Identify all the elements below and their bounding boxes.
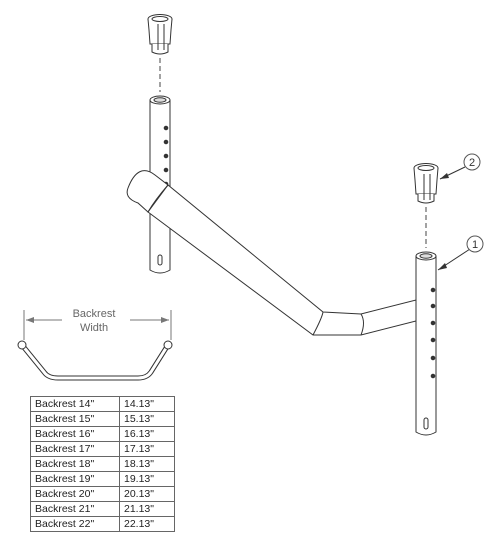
table-row: Backrest 20"20.13"	[30, 486, 175, 502]
size-table-body: Backrest 14"14.13"Backrest 15"15.13"Back…	[30, 396, 175, 532]
backrest-width-cell: 17.13"	[119, 441, 175, 457]
backrest-size-cell: Backrest 17"	[30, 441, 120, 457]
table-row: Backrest 17"17.13"	[30, 441, 175, 457]
backrest-width-cell: 22.13"	[119, 516, 175, 532]
table-row: Backrest 15"15.13"	[30, 411, 175, 427]
left-cane-cap	[147, 14, 173, 55]
backrest-size-cell: Backrest 22"	[30, 516, 120, 532]
backrest-size-cell: Backrest 19"	[30, 471, 120, 487]
table-row: Backrest 21"21.13"	[30, 501, 175, 517]
backrest-size-cell: Backrest 20"	[30, 486, 120, 502]
backrest-width-label-line2: Width	[80, 322, 108, 334]
right-cane-cap	[413, 163, 439, 204]
backrest-width-cell: 16.13"	[119, 426, 175, 442]
table-row: Backrest 18"18.13"	[30, 456, 175, 472]
callout-2: 2	[439, 153, 481, 180]
backrest-width-cell: 18.13"	[119, 456, 175, 472]
table-row: Backrest 22"22.13"	[30, 516, 175, 532]
backrest-width-cell: 15.13"	[119, 411, 175, 427]
backrest-width-cell: 21.13"	[119, 501, 175, 517]
backrest-size-cell: Backrest 15"	[30, 411, 120, 427]
callout-2-number: 2	[469, 157, 475, 169]
backrest-width-cell: 20.13"	[119, 486, 175, 502]
backrest-size-cell: Backrest 16"	[30, 426, 120, 442]
right-cane-tube	[415, 251, 437, 436]
callout-1: 1	[437, 235, 484, 271]
backrest-size-table: Backrest 14"14.13"Backrest 15"15.13"Back…	[30, 396, 175, 532]
table-row: Backrest 16"16.13"	[30, 426, 175, 442]
callout-1-number: 1	[472, 239, 478, 251]
backrest-width-inset: Backrest Width	[17, 306, 173, 381]
table-row: Backrest 19"19.13"	[30, 471, 175, 487]
backrest-size-cell: Backrest 21"	[30, 501, 120, 517]
backrest-width-cell: 14.13"	[119, 396, 175, 412]
table-row: Backrest 14"14.13"	[30, 396, 175, 412]
backrest-width-cell: 19.13"	[119, 471, 175, 487]
backrest-size-cell: Backrest 14"	[30, 396, 120, 412]
backrest-size-cell: Backrest 18"	[30, 456, 120, 472]
backrest-width-label-line1: Backrest	[73, 308, 116, 320]
